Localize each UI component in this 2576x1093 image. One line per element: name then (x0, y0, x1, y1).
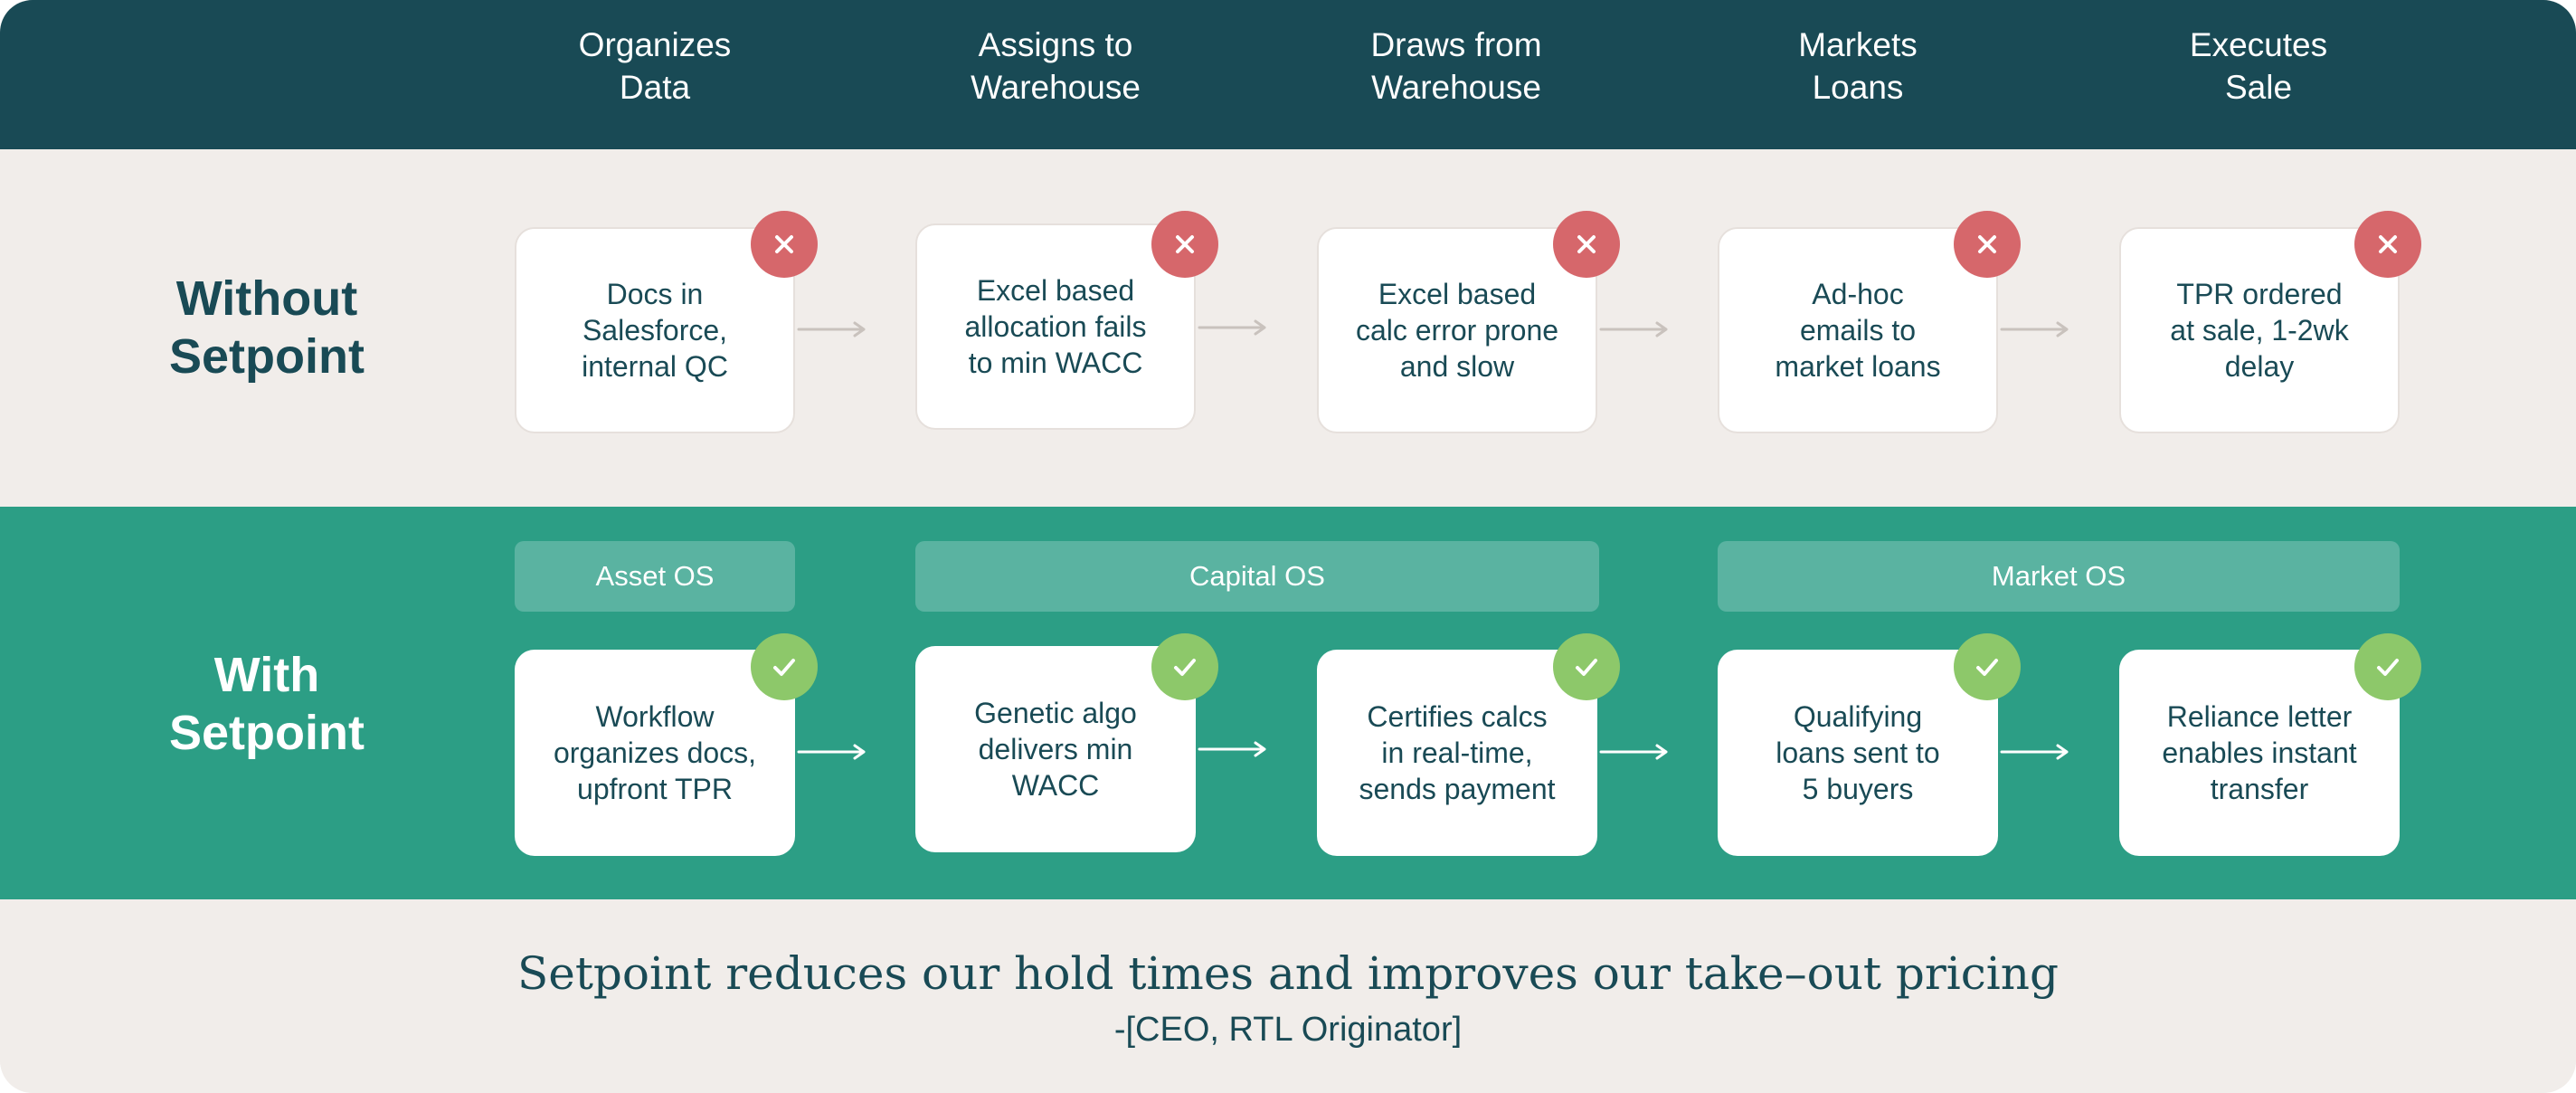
arrow-right-icon (2000, 321, 2069, 337)
quote-attribution: -[CEO, RTL Originator] (1113, 1011, 1463, 1049)
without-card-organize: Docs in Salesforce, internal QC (515, 227, 795, 433)
without-card-market: Ad-hoc emails to market loans (1718, 227, 1998, 433)
arrow-right-icon (1599, 744, 1668, 760)
check-icon (1954, 633, 2021, 700)
with-card-assign: Genetic algo delivers min WACC (915, 646, 1196, 852)
check-icon (1151, 633, 1218, 700)
capital-os-label: Capital OS (915, 541, 1599, 612)
step-organizes-data: Organizes Data (578, 26, 732, 106)
x-icon (2354, 211, 2421, 278)
arrow-right-icon (1198, 319, 1266, 336)
arrow-right-icon (797, 321, 866, 337)
step-executes-sale: Executes Sale (2189, 26, 2328, 106)
step-assigns-to-warehouse: Assigns to Warehouse (971, 26, 1141, 106)
market-os-label: Market OS (1718, 541, 2400, 612)
x-icon (751, 211, 818, 278)
with-card-sale: Reliance letter enables instant transfer (2119, 650, 2400, 856)
check-icon (1553, 633, 1620, 700)
check-icon (2354, 633, 2421, 700)
step-draws-from-warehouse: Draws from Warehouse (1370, 26, 1542, 106)
x-icon (1151, 211, 1218, 278)
without-setpoint-label: Without Setpoint (169, 271, 365, 384)
arrow-right-icon (1599, 321, 1668, 337)
arrow-right-icon (2000, 744, 2069, 760)
asset-os-label: Asset OS (515, 541, 795, 612)
quote-band (0, 899, 2576, 1093)
step-markets-loans: Markets Loans (1798, 26, 1918, 106)
with-card-draw: Certifies calcs in real-time, sends paym… (1317, 650, 1597, 856)
process-steps-header: Organizes Data Assigns to Warehouse Draw… (0, 0, 2576, 149)
arrow-right-icon (797, 744, 866, 760)
arrow-right-icon (1198, 741, 1266, 757)
without-card-draw: Excel based calc error prone and slow (1317, 227, 1597, 433)
with-card-market: Qualifying loans sent to 5 buyers (1718, 650, 1998, 856)
check-icon (751, 633, 818, 700)
x-icon (1954, 211, 2021, 278)
with-card-organize: Workflow organizes docs, upfront TPR (515, 650, 795, 856)
without-card-sale: TPR ordered at sale, 1-2wk delay (2119, 227, 2400, 433)
without-card-assign: Excel based allocation fails to min WACC (915, 223, 1196, 430)
customer-quote: Setpoint reduces our hold times and impr… (516, 947, 2059, 1000)
with-setpoint-label: With Setpoint (169, 648, 365, 760)
x-icon (1553, 211, 1620, 278)
